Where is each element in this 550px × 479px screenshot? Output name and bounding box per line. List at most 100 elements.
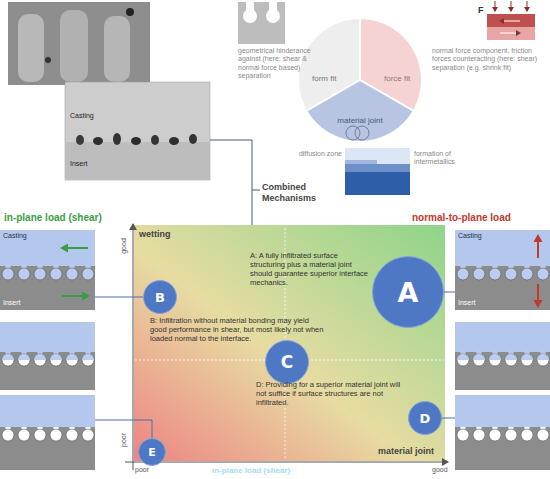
shear-panel-use [2,427,94,441]
panel-label: Insert [3,299,21,307]
pie-chart-circle [346,126,360,140]
force-fit-icon-rect [487,27,535,40]
panel-label: Casting [3,232,27,240]
chart-field [134,225,445,461]
pie-label: force fit [384,74,410,84]
micrograph-bottom-ellipse [113,133,121,145]
section-heading: Combined Mechanisms [262,182,344,204]
shear-panel-rect [0,322,95,352]
micrograph-bottom-rect [65,142,210,180]
bracket-line [252,190,260,191]
normal-panel-rect [455,266,550,310]
circle-letter: A [398,277,419,308]
x-axis [125,462,448,463]
normal-panel-rect [455,322,550,352]
force-fit-icon-line [495,1,496,11]
normal-panel-use [457,265,549,280]
grade-circle: E [138,438,166,466]
force-fit-icon-line [500,21,520,22]
micrograph-top-rect [60,10,88,82]
load-arrow [537,284,539,306]
form-fit-icon [238,2,285,44]
micrograph-top [8,2,150,85]
pie-chart [298,18,422,142]
load-arrow [62,247,88,249]
force-fit-icon-line [500,33,520,34]
note-text: B: Infiltration without material bonding… [150,316,325,343]
leader-line [95,297,144,298]
shear-panel-rect [0,427,95,470]
axis-title: wetting [139,229,171,240]
axis-tick: poor [120,433,128,447]
micrograph-bottom-ellipse [76,135,84,145]
normal-panel [455,230,550,310]
micrograph-bottom [65,82,210,180]
shear-panel [0,395,95,470]
note-text: D: Providing for a superior material joi… [256,380,406,407]
normal-panel-rect [455,427,550,470]
grade-circle: B [143,280,177,314]
axis-title: material joint [378,446,434,457]
axis-tick: poor [135,466,149,474]
force-fit-icon [487,1,535,40]
micrograph-label: Casting [70,112,94,120]
circle-letter: D [420,411,431,426]
shear-panel [0,322,95,390]
pie-chart-path [306,80,413,142]
form-fit-icon-circle [266,9,280,23]
normal-panel-rect [455,352,550,390]
shear-panel-rect [0,266,95,310]
grade-circle: D [408,401,442,435]
pie-label: form fit [312,74,336,84]
circle-letter: B [155,290,165,305]
shear-panel-rect [0,230,95,266]
micrograph-bottom-rect [65,82,210,180]
normal-panel [455,395,550,470]
micrograph-label: Insert [70,160,88,168]
leader-line [442,418,455,419]
normal-panel-use [457,427,549,441]
normal-panel-rect [455,395,550,427]
grade-circle: A [372,256,444,328]
panel-label: Insert [458,299,476,307]
diffusion-icon [345,148,410,195]
micrograph-bottom-ellipse [93,137,103,145]
micrograph-bottom-ellipse [151,135,159,145]
force-fit-icon-line [511,1,512,11]
micrograph-bottom-ellipse [189,134,197,144]
grade-circle: C [265,340,309,384]
load-arrow [537,236,539,258]
shear-panel-rect [0,352,95,390]
micrograph-top-rect [104,16,130,82]
shear-panel-rect [0,395,95,427]
icon-caption: diffusion zone [296,150,342,158]
normal-panel-use [457,351,549,366]
icon-caption: formation of intermetallics [414,150,486,167]
circle-letter: C [281,352,293,372]
load-heading: in-plane load (shear) [4,212,102,224]
micrograph-top-circle [45,57,51,63]
icon-caption: geometrical hinderance against (here: sh… [238,47,323,81]
note-text: A: A fully infiltrated surface structuri… [250,251,370,287]
shear-panel-use [2,351,94,366]
load-heading: normal-to-plane load [412,212,511,224]
form-fit-icon-rect [238,2,285,44]
normal-panel [455,322,550,390]
micrograph-bottom-ellipse [169,137,179,145]
bracket-line [210,140,252,226]
axis-tick: good [432,466,448,474]
micrograph-top-rect [8,2,150,85]
axis-title: in-plane load (shear) [212,466,290,476]
normal-panel-rect [455,230,550,266]
diffusion-icon-rect [345,148,410,195]
load-arrow [62,295,88,297]
micrograph-top-circle [126,8,134,16]
y-axis [133,224,134,470]
force-fit-icon-line [527,1,528,11]
micrograph-top-rect [18,14,44,82]
diffusion-icon-rect [345,172,410,195]
axis-tick: good [120,238,128,254]
micrograph-bottom-ellipse [131,137,141,145]
